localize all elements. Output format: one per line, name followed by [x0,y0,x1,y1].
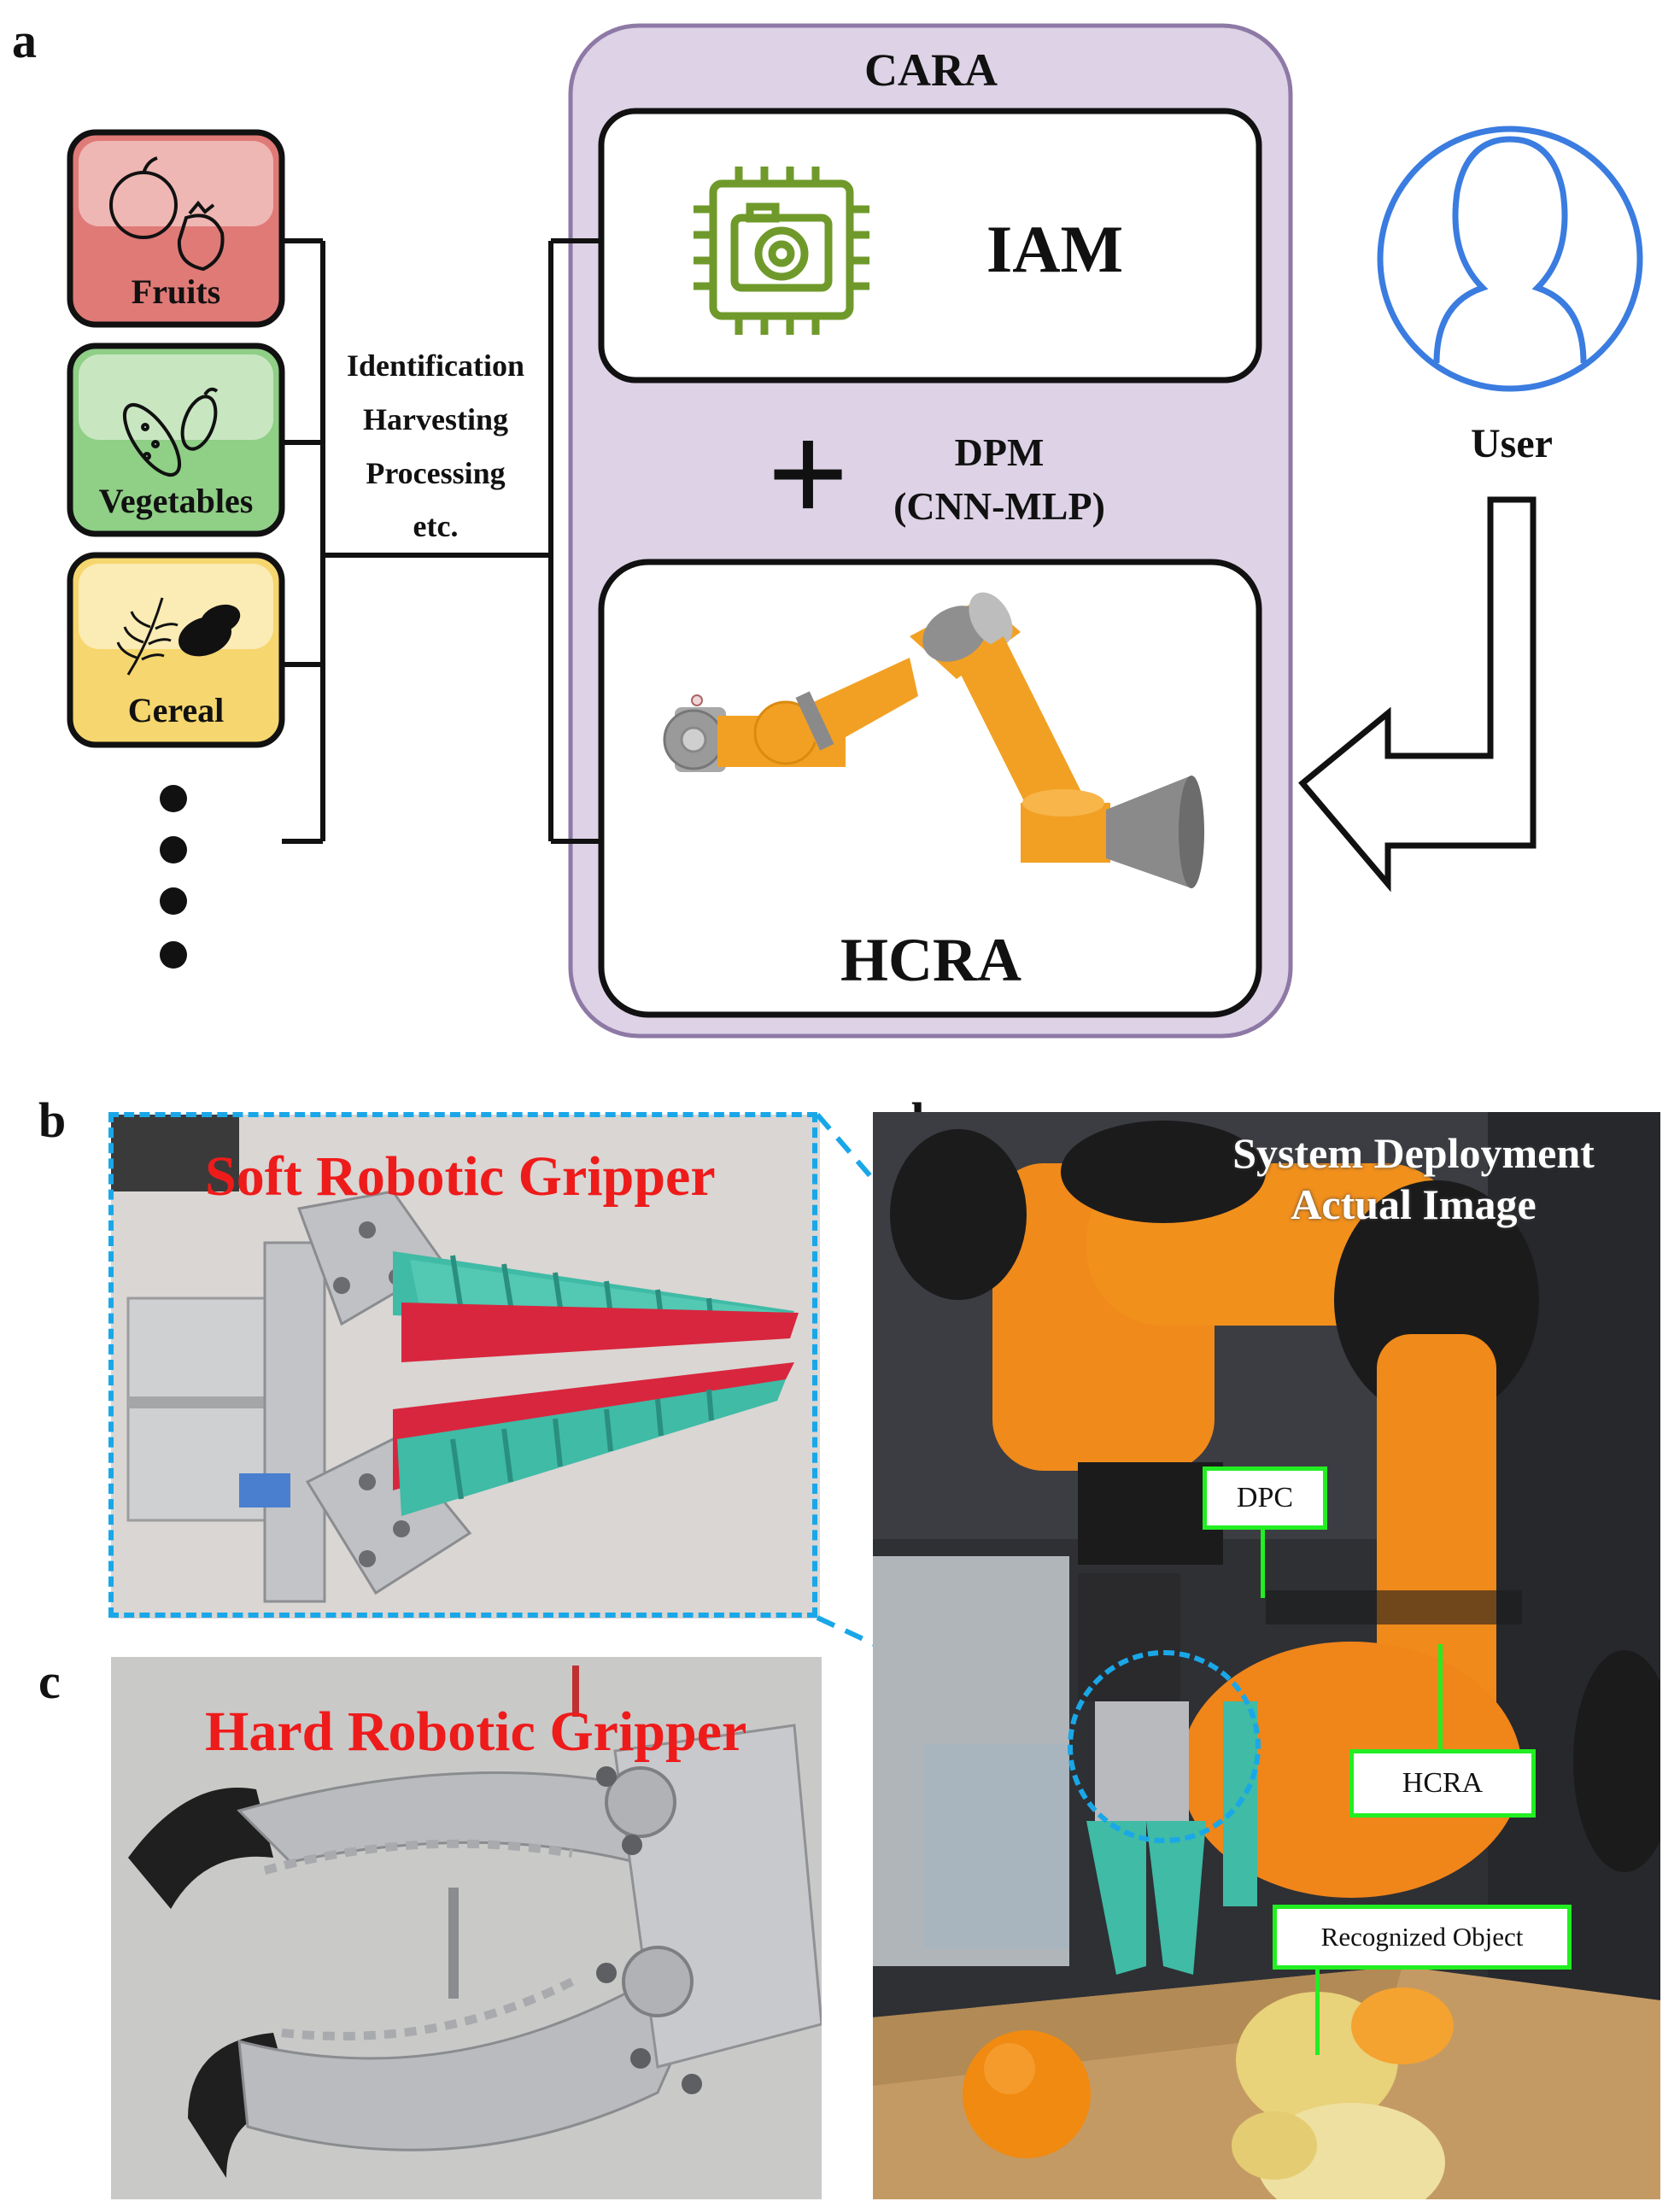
hard-gripper-title: Hard Robotic Gripper [205,1701,747,1763]
user-arrow [1298,496,1537,893]
task-identification: Identification [347,348,524,383]
user-label: User [1471,421,1553,466]
fruit-icon [109,156,225,272]
deployment-photo [873,1112,1660,2199]
soft-gripper-frame [108,1112,817,1618]
callout-recognized-object: Recognized Object [1273,1905,1572,1970]
category-label-vegetables: Vegetables [99,482,254,520]
robot-arm-icon [663,592,1204,888]
panel-label-b: b [38,1092,67,1148]
task-harvesting: Harvesting [363,402,508,436]
callout-object-leader [1315,1970,1320,2055]
callout-hcra: HCRA [1349,1749,1536,1818]
callout-dpc: DPC [1203,1466,1327,1530]
hard-gripper-photo [111,1657,822,2199]
panel-label-a: a [12,13,37,68]
cara-title: CARA [864,44,998,96]
vegetable-icon [122,387,219,477]
category-label-fruits: Fruits [132,272,220,311]
soft-gripper-photo [111,1115,820,1619]
deployment-title-line2: Actual Image [1291,1180,1537,1228]
category-label-cereal: Cereal [128,691,225,729]
task-processing: Processing [366,456,505,490]
dpm-sublabel: (CNN-MLP) [893,484,1105,528]
iam-label: IAM [986,212,1123,286]
user-icon [1377,126,1643,392]
deployment-title: System Deployment Actual Image [1191,1127,1636,1230]
callout-hcra-leader [1438,1644,1443,1749]
plus-sign: + [767,394,850,554]
callout-dpc-leader [1261,1530,1265,1598]
panel-label-c: c [38,1654,61,1709]
task-etc: etc. [413,509,459,543]
cereal-icon [116,597,241,676]
hcra-module-box [598,559,1262,1018]
category-bracket [282,238,601,844]
gripper-highlight-circle [1068,1650,1261,1843]
chip-camera-icon [694,167,869,335]
hcra-label: HCRA [840,926,1021,994]
dpm-label: DPM [955,430,1045,474]
system-diagram: CARA IAM + DPM (CNN-MLP) [67,23,1643,1039]
more-dots [160,785,187,969]
deployment-title-line1: System Deployment [1232,1129,1595,1177]
iam-module-box [598,108,1262,383]
soft-gripper-title: Soft Robotic Gripper [205,1145,716,1208]
